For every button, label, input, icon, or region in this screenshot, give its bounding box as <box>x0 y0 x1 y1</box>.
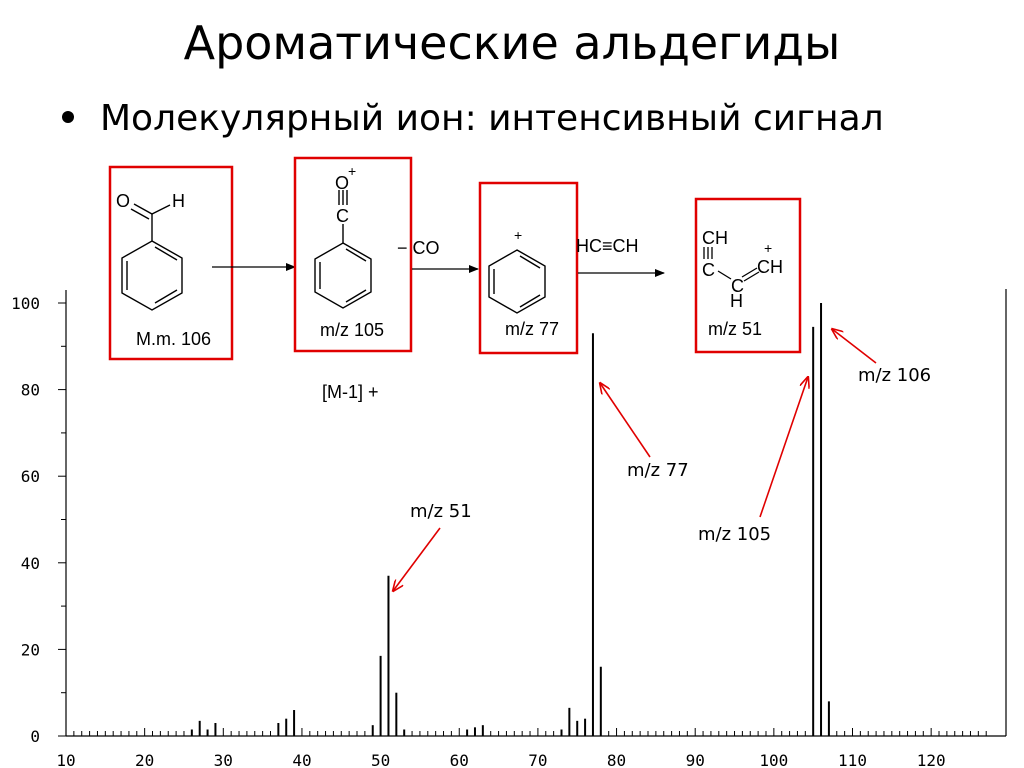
bond-c-ch-double-1 <box>741 267 758 278</box>
c4h3-ch-right: CH <box>757 257 783 277</box>
c4h3-caption: m/z 51 <box>708 319 762 339</box>
bullet-item: Молекулярный ион: интенсивный сигнал <box>62 98 884 139</box>
loss-co-label: − CO <box>397 238 440 258</box>
x-tick-label: 110 <box>838 751 867 768</box>
benzaldehyde-h: H <box>172 191 185 211</box>
c4h3-box <box>694 197 802 354</box>
y-tick-label: 80 <box>21 381 40 400</box>
c4h3-c-left: C <box>702 260 715 280</box>
bullet-dot <box>62 111 74 123</box>
annotation-m105: m/z 105 <box>698 524 771 545</box>
annotation-arrow-m106 <box>832 329 877 364</box>
benzaldehyde-caption: M.m. 106 <box>136 329 211 349</box>
benzoyl-structure <box>314 190 372 309</box>
benzene-ring-2 <box>314 242 372 309</box>
chart-axes <box>65 289 1007 737</box>
benzoyl-box <box>293 156 413 353</box>
x-tick-label: 80 <box>607 751 626 768</box>
x-tick-label: 50 <box>371 751 390 768</box>
x-minor-ticks <box>65 728 987 736</box>
phenyl-structure <box>488 249 546 314</box>
bond-c-h <box>151 204 171 215</box>
y-tick-label: 0 <box>30 727 40 746</box>
y-tick-label: 100 <box>11 294 40 313</box>
bond-c-o-2 <box>130 208 150 220</box>
x-tick-label: 40 <box>292 751 311 768</box>
benzoyl-plus: + <box>348 163 356 179</box>
annotation-m51: m/z 51 <box>410 501 472 522</box>
benzaldehyde-o: O <box>116 191 130 211</box>
peak-annotations: m/z 51 m/z 77 m/z 105 m/z 106 <box>393 329 931 591</box>
x-tick-label: 100 <box>759 751 788 768</box>
benzoyl-c: C <box>336 206 349 226</box>
c4h3-c-mid: C <box>731 276 744 296</box>
x-tick-label: 30 <box>214 751 233 768</box>
benzoyl-o: O <box>335 173 349 193</box>
c4h3-plus: + <box>764 240 772 256</box>
annotation-m106: m/z 106 <box>858 365 931 386</box>
x-tick-label: 20 <box>135 751 154 768</box>
bond-c-o-1 <box>133 203 153 215</box>
bond-c-ch-double-2 <box>743 271 760 282</box>
y-minor-ticks <box>58 302 66 737</box>
bullet-text: Молекулярный ион: интенсивный сигнал <box>100 98 884 139</box>
benzoyl-note: [M-1] + <box>322 382 379 402</box>
benzoyl-caption: m/z 105 <box>320 320 384 340</box>
c4h3-h: H <box>730 291 743 311</box>
slide-title: Ароматические альдегиды <box>183 16 841 70</box>
bond-c-c-single <box>717 270 732 280</box>
y-tick-label: 20 <box>21 640 40 659</box>
x-tick-label: 70 <box>528 751 547 768</box>
y-tick-label: 60 <box>21 467 40 486</box>
y-tick-label: 40 <box>21 554 40 573</box>
x-tick-label: 90 <box>686 751 705 768</box>
phenyl-box <box>478 181 579 355</box>
c4h3-structure <box>703 247 760 282</box>
annotation-arrow-m51 <box>393 527 441 591</box>
c4h3-ch-top: CH <box>702 228 728 248</box>
benzaldehyde-box <box>108 165 234 361</box>
x-tick-labels: 10 20 30 40 50 60 70 80 90 100 110 120 <box>56 751 945 768</box>
spectrum-peaks <box>190 303 830 736</box>
x-tick-label: 120 <box>917 751 946 768</box>
fragmentation-scheme: O H M.m. 106 O + C m/z 105 [M-1] + − CO … <box>108 156 802 402</box>
x-tick-label: 60 <box>450 751 469 768</box>
benzene-ring-1 <box>121 240 183 311</box>
loss-acetylene-label: HC≡CH <box>576 236 639 256</box>
x-tick-label: 10 <box>56 751 75 768</box>
phenyl-plus: + <box>514 227 522 243</box>
annotation-m77: m/z 77 <box>627 460 689 481</box>
annotation-arrow-m77 <box>600 383 651 458</box>
benzene-ring-3 <box>488 249 546 314</box>
phenyl-caption: m/z 77 <box>505 319 559 339</box>
y-tick-labels: 0 20 40 60 80 100 <box>11 294 40 746</box>
benzaldehyde-structure <box>121 203 183 311</box>
annotation-arrow-m105 <box>759 377 808 518</box>
